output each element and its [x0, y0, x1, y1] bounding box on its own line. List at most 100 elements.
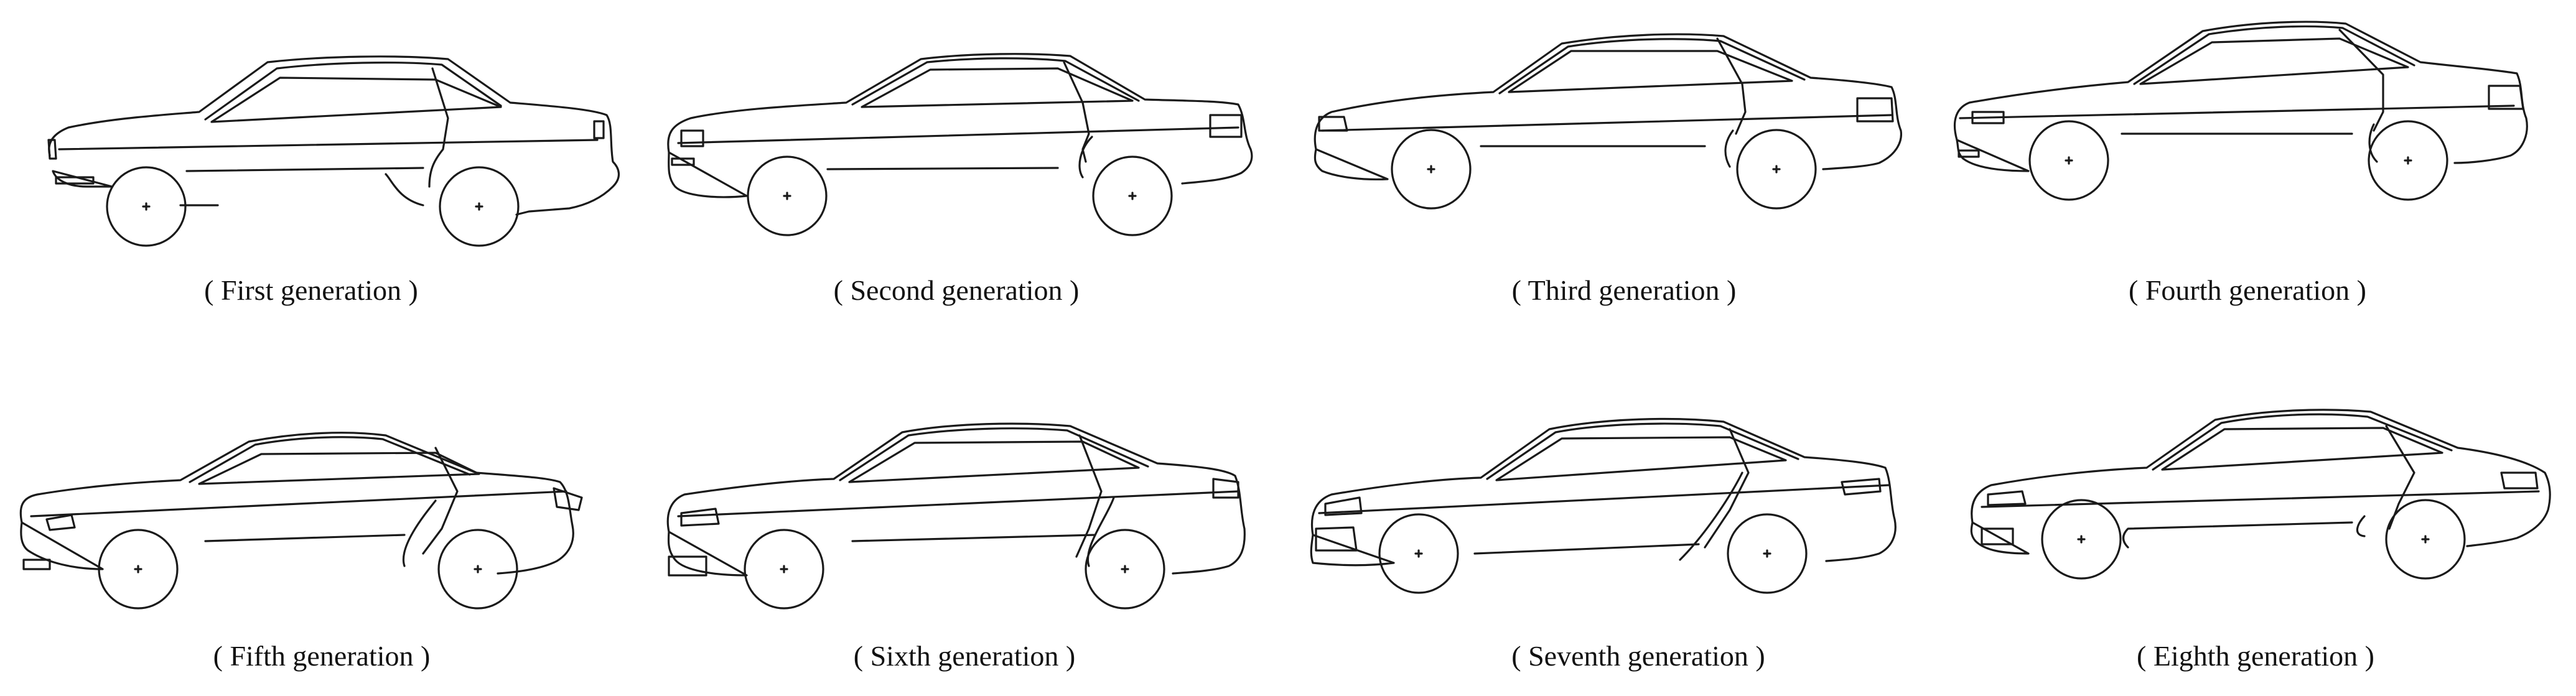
car-taillight [553, 487, 583, 511]
car-rear-wheel [1085, 529, 1165, 610]
car-body-outline [667, 53, 1253, 198]
car-front-wheel-hub [783, 192, 791, 200]
car-body-outline [1970, 409, 2551, 555]
car-window-line [861, 67, 1134, 108]
car-taillight [1209, 114, 1243, 138]
caption-seventh-generation: ( Seventh generation ) [1511, 640, 1765, 672]
car-bumper [55, 176, 95, 185]
car-roof-line [204, 62, 502, 121]
caption-second-generation: ( Second generation ) [834, 274, 1080, 306]
car-belt-line [1981, 490, 2540, 508]
car-headlight [1987, 490, 2027, 506]
car-headlight [45, 514, 76, 531]
car-front-wheel-hub [780, 565, 788, 573]
car-headlight [680, 508, 720, 527]
car-window-line [198, 452, 480, 485]
car-window-line [1508, 50, 1793, 93]
car-front-wheel [106, 166, 187, 247]
car-door-line [2338, 29, 2384, 132]
car-window-line [1495, 436, 1787, 481]
car-roof-line [839, 427, 1149, 481]
car-drawing-fifth-generation [19, 432, 583, 610]
car-body-outline [666, 422, 1246, 577]
caption-third-generation: ( Third generation ) [1512, 274, 1737, 306]
car-taillight [2500, 471, 2539, 490]
car-belt-line [1959, 104, 2515, 119]
car-taillight [1856, 97, 1894, 123]
car-drawing-sixth-generation [666, 422, 1246, 610]
car-fog-light [1981, 527, 2014, 545]
car-door-line [1063, 61, 1090, 163]
car-front-wheel [1378, 513, 1459, 594]
caption-eighth-generation: ( Eighth generation ) [2137, 640, 2374, 672]
car-rear-wheel-hub [475, 202, 483, 211]
car-taillight [2488, 85, 2524, 110]
car-belt-line [1318, 484, 1890, 514]
car-side-line [185, 167, 424, 172]
car-rear-wheel-hub [474, 565, 482, 573]
car-body-outline [1953, 21, 2528, 172]
car-fog-light [1958, 149, 1980, 158]
car-roof-line [2152, 413, 2453, 471]
car-drawing-first-generation [47, 55, 620, 247]
car-front-wheel [1391, 129, 1472, 210]
car-front-wheel [2041, 499, 2122, 580]
car-door-line [1716, 37, 1747, 135]
car-roof-line [2133, 25, 2415, 85]
car-rear-wheel [437, 529, 518, 610]
car-rear-wheel-hub [1121, 565, 1129, 573]
car-window-line [2161, 427, 2443, 471]
car-door-line [1075, 434, 1103, 558]
car-drawing-fourth-generation [1953, 21, 2528, 201]
car-window-line [2139, 37, 2409, 85]
car-headlight [1324, 496, 1363, 516]
car-belt-line [677, 490, 1239, 517]
car-front-wheel-hub [2077, 535, 2086, 544]
car-belt-line [30, 490, 567, 517]
caption-fourth-generation: ( Fourth generation ) [2129, 274, 2366, 306]
car-rear-wheel-hub [1763, 549, 1771, 558]
car-grille [1315, 526, 1358, 552]
car-door-line [1704, 428, 1750, 549]
car-taillight [1212, 478, 1239, 499]
car-rear-wheel [1727, 513, 1808, 594]
car-door-line [422, 447, 459, 555]
car-door-line [428, 67, 449, 188]
car-front-wheel [747, 155, 828, 236]
car-front-wheel-hub [134, 565, 142, 573]
car-front-wheel-hub [2065, 156, 2073, 165]
car-body-outline [48, 55, 620, 216]
car-taillight [1841, 478, 1882, 496]
car-headlight [1971, 111, 2005, 124]
car-body-outline [1314, 33, 1903, 181]
car-rear-wheel [2368, 120, 2448, 201]
car-fog-light [22, 559, 51, 570]
car-drawing-seventh-generation [1310, 417, 1897, 594]
car-headlight [47, 139, 57, 160]
car-front-wheel-hub [142, 202, 151, 211]
car-rear-wheel-hub [1128, 192, 1137, 200]
caption-first-generation: ( First generation ) [204, 274, 418, 306]
car-rear-wheel [2385, 499, 2466, 580]
car-drawing-eighth-generation [1970, 409, 2551, 580]
car-rear-wheel-hub [2421, 535, 2430, 544]
car-drawing-second-generation [667, 53, 1253, 236]
car-rear-wheel [1736, 129, 1817, 210]
car-fog-light [671, 157, 695, 166]
car-front-wheel [98, 529, 179, 610]
car-rear-wheel [1092, 155, 1173, 236]
car-belt-line [1321, 114, 1893, 132]
car-roof-line [1486, 422, 1799, 480]
car-front-wheel-hub [1414, 549, 1423, 558]
car-front-wheel-hub [1427, 165, 1435, 174]
car-body-outline [1310, 417, 1897, 567]
car-door-line [2385, 425, 2415, 530]
car-taillight [593, 120, 605, 139]
car-fog-light [668, 555, 707, 577]
car-drawing-third-generation [1314, 33, 1903, 210]
car-roof-line [851, 57, 1140, 106]
car-front-wheel [2028, 120, 2109, 201]
car-front-wheel [744, 529, 824, 610]
caption-fifth-generation: ( Fifth generation ) [213, 640, 431, 672]
